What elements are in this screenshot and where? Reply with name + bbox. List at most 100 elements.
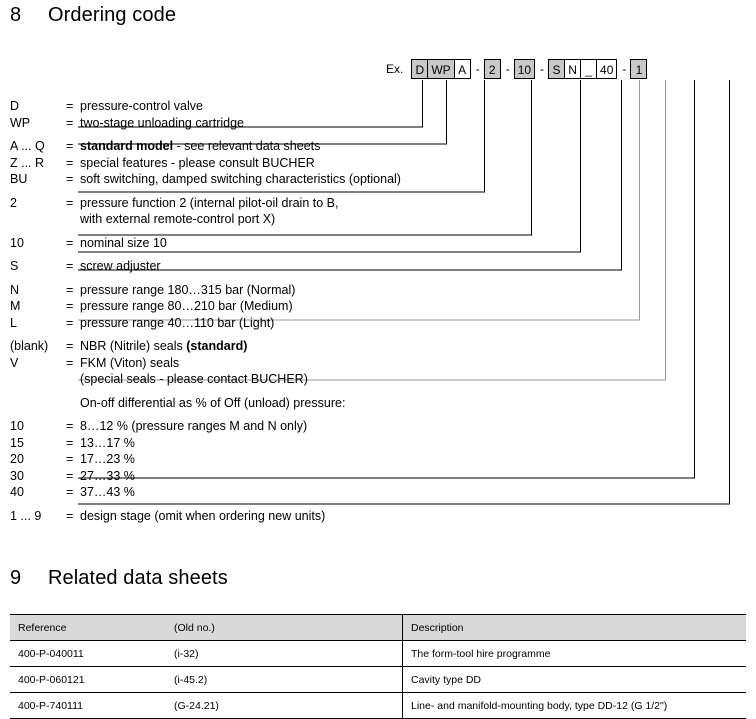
legend-key: WP <box>10 115 31 130</box>
legend-description: 17…23 % <box>80 452 135 466</box>
legend-key: 1 ... 9 <box>10 508 42 523</box>
code-separator: - <box>475 62 480 76</box>
legend-description: 37…43 % <box>80 485 135 499</box>
legend-description: screw adjuster <box>80 259 161 273</box>
legend-description: NBR (Nitrile) seals (standard) <box>80 339 248 353</box>
legend-equals: = <box>66 139 74 153</box>
code-cell-1: 1 <box>630 59 648 79</box>
related-data-sheets-table: Reference (Old no.) Description 400-P-04… <box>10 614 746 719</box>
legend-equals <box>66 371 80 388</box>
legend-key: Z ... R <box>10 155 45 170</box>
section-heading-ordering-code: 8 Ordering code <box>10 4 176 27</box>
code-cell-wp: WP <box>427 59 455 79</box>
legend-spacer <box>10 275 480 282</box>
legend-row: 20 = 17…23 % <box>10 451 480 468</box>
table-row: 400-P-040011(i-32)The form-tool hire pro… <box>10 640 746 667</box>
legend-equals: = <box>66 99 74 113</box>
legend-row: 40=37…43 % <box>10 484 480 501</box>
legend-row: (special seals - please contact BUCHER) <box>10 371 480 388</box>
table-cell-reference: 400-P-040011 <box>10 640 166 667</box>
code-separator: - <box>505 62 510 76</box>
legend-row: 2 = pressure function 2 (internal pilot-oi… <box>10 195 480 212</box>
legend-row: 10 = 8…12 % (pressure ranges M and N only… <box>10 418 480 435</box>
legend-key: A ... Q <box>10 139 45 153</box>
legend-description: 27…33 % <box>80 468 135 483</box>
legend-key <box>10 371 66 388</box>
legend-spacer <box>10 228 480 235</box>
column-header-old-no: (Old no.) <box>166 614 403 641</box>
legend-key: L <box>10 315 17 330</box>
legend-description: pressure range 40…110 bar (Light) <box>80 315 275 330</box>
legend-spacer <box>10 131 480 138</box>
legend-row: 15 = 13…17 % <box>10 435 480 452</box>
section-heading-related-data-sheets: 9 Related data sheets <box>10 567 228 590</box>
legend-equals: = <box>66 315 74 330</box>
legend-key: V <box>10 355 19 370</box>
legend-key: S <box>10 259 19 273</box>
legend-equals: = <box>66 452 74 466</box>
legend-key: 2 <box>10 195 17 210</box>
legend-equals: = <box>66 435 74 450</box>
leader-lines <box>78 80 730 505</box>
legend-description: 13…17 % <box>80 435 135 450</box>
legend-equals: = <box>66 468 74 483</box>
table-cell-old-no: (i-32) <box>166 640 403 667</box>
legend-description: two-stage unloading cartridge <box>80 115 244 130</box>
legend-equals: = <box>66 195 74 210</box>
legend-key: 10 <box>10 419 24 433</box>
legend-row: S = screw adjuster <box>10 258 480 275</box>
legend-equals: = <box>66 355 74 370</box>
legend-equals: = <box>66 419 74 433</box>
table-body: 400-P-040011(i-32)The form-tool hire pro… <box>10 640 746 719</box>
legend-description: soft switching, damped switching charact… <box>80 172 401 186</box>
legend-row: 30 = 27…33 % <box>10 468 480 485</box>
legend-equals: = <box>66 172 74 186</box>
legend-spacer <box>10 188 480 195</box>
legend-row: M=pressure range 80…210 bar (Medium) <box>10 298 480 315</box>
legend-equals <box>66 395 80 412</box>
legend-description: standard model - see relevant data sheet… <box>80 139 321 153</box>
legend-row: (blank)=NBR (Nitrile) seals (standard) <box>10 338 480 355</box>
legend-description: FKM (Viton) seals <box>80 355 180 370</box>
legend-equals: = <box>66 508 74 523</box>
legend-key: D <box>10 99 20 113</box>
column-header-description: Description <box>402 614 746 641</box>
table-row: 400-P-060121(i-45.2)Cavity type DD <box>10 666 746 693</box>
legend-key: BU <box>10 172 28 186</box>
legend-row: V = FKM (Viton) seals <box>10 355 480 372</box>
table-header: Reference (Old no.) Description <box>10 614 746 641</box>
legend-row: L = pressure range 40…110 bar (Light) <box>10 315 480 332</box>
code-cell-2: 2 <box>483 59 501 79</box>
legend-row: On-off differential as % of Off (unload)… <box>10 395 480 412</box>
legend-row: N=pressure range 180…315 bar (Normal) <box>10 282 480 299</box>
legend-equals: = <box>66 339 74 353</box>
legend-spacer <box>10 388 480 395</box>
code-cell-a: A <box>453 59 471 79</box>
legend-key: 20 <box>10 452 24 466</box>
legend-description: pressure function 2 (internal pilot-oil … <box>80 195 339 210</box>
legend-key: 30 <box>10 468 24 483</box>
code-cell-10: 10 <box>513 59 536 79</box>
legend-description: 8…12 % (pressure ranges M and N only) <box>80 419 308 433</box>
legend-key: 15 <box>10 435 24 450</box>
section-number-related: 9 <box>10 567 22 589</box>
code-cell-40: 40 <box>596 59 618 79</box>
example-label: Ex. <box>386 62 404 76</box>
legend-row: WP=two-stage unloading cartridge <box>10 115 480 132</box>
legend-equals: = <box>66 155 74 170</box>
legend-description: design stage (omit when ordering new uni… <box>80 508 326 523</box>
legend-equals: = <box>66 259 74 273</box>
legend-row: Z ... R=special features - please consul… <box>10 155 480 172</box>
legend-row: 1 ... 9 = design stage (omit when ordering… <box>10 508 480 525</box>
legend-equals: = <box>66 485 74 499</box>
legend-description: pressure range 80…210 bar (Medium) <box>80 299 293 313</box>
legend-row: 10=nominal size 10 <box>10 235 480 252</box>
table-header-row: Reference (Old no.) Description <box>10 614 746 641</box>
code-separator: - <box>622 62 627 76</box>
legend-equals: = <box>66 235 74 250</box>
legend-spacer <box>10 501 480 508</box>
legend-spacer <box>10 251 480 258</box>
table-cell-description: Cavity type DD <box>402 666 746 693</box>
